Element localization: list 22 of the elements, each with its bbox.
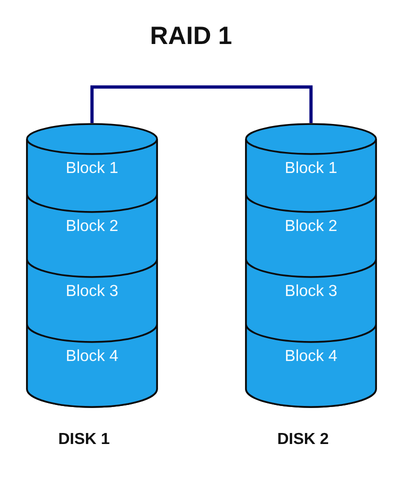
disk-block: [26, 194, 158, 259]
diagram-title: RAID 1: [150, 21, 232, 51]
disk-block: [26, 139, 158, 194]
disk-label: DISK 1: [58, 431, 110, 449]
disk-cylinder: [26, 123, 158, 409]
disk-block: [245, 259, 377, 324]
disk-block: [245, 194, 377, 259]
block-label: Block 1: [284, 159, 338, 179]
disk-block: [245, 139, 377, 194]
disk-block: [245, 324, 377, 408]
disk-block: [26, 324, 158, 408]
disk-label: DISK 2: [277, 431, 329, 449]
block-label: Block 4: [66, 347, 118, 367]
block-label: Block 1: [66, 159, 118, 179]
block-label: Block 2: [66, 217, 118, 237]
block-label: Block 4: [284, 347, 338, 367]
disk-block: [26, 259, 158, 324]
block-label: Block 3: [66, 282, 118, 302]
block-label: Block 3: [284, 282, 338, 302]
disk-cylinder: [245, 123, 377, 409]
connector-line: [90, 85, 313, 123]
block-label: Block 2: [284, 217, 338, 237]
